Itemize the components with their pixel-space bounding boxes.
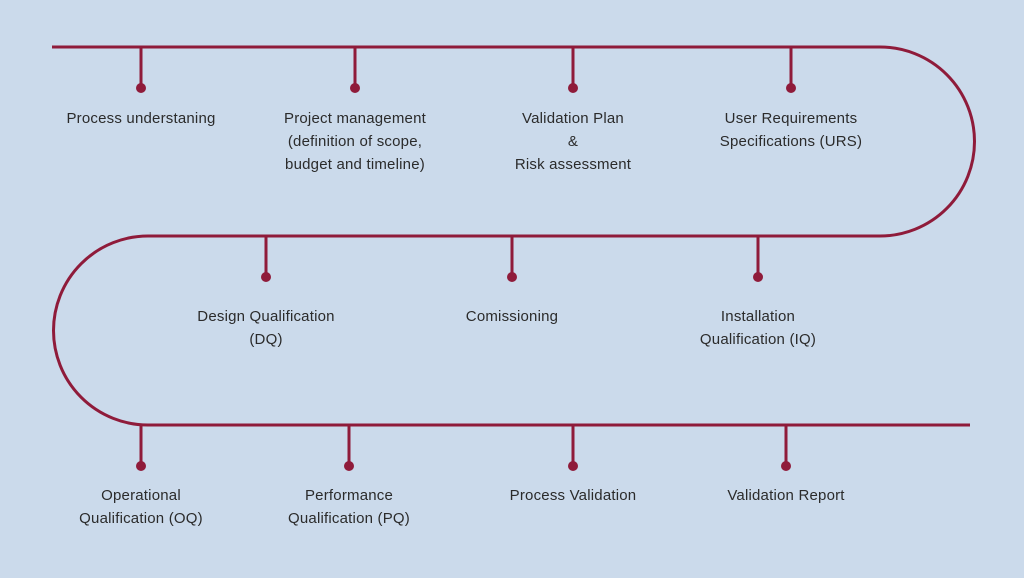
step-label: Validation Plan & Risk assessment: [515, 107, 631, 176]
step-label: Design Qualification (DQ): [197, 305, 334, 351]
track-line: [52, 45, 976, 427]
step-dot: [781, 461, 791, 471]
step-label-line: Qualification (IQ): [699, 331, 817, 348]
step-label-line: Risk assessment: [514, 156, 632, 173]
step-marker: [136, 425, 146, 471]
step-marker: [568, 47, 578, 93]
step-marker: [753, 236, 763, 282]
step-label-line: Process understaning: [66, 110, 216, 127]
step-marker: [261, 236, 271, 282]
step-label-line: User Requirements: [724, 110, 858, 127]
step-dot: [136, 461, 146, 471]
step-label-line: &: [567, 133, 579, 150]
step-marker: [344, 425, 354, 471]
step-label: Process understaning: [66, 107, 215, 130]
step-label: Project management (definition of scope, b…: [284, 107, 426, 176]
step-markers: [136, 47, 796, 471]
step-label-line: Comissioning: [465, 308, 559, 325]
step-label-line: Operational: [101, 487, 181, 504]
step-marker: [507, 236, 517, 282]
step-dot: [350, 83, 360, 93]
step-label-line: Specifications (URS): [719, 133, 863, 150]
step-label-line: (DQ): [249, 331, 283, 348]
step-dot: [786, 83, 796, 93]
step-marker: [568, 425, 578, 471]
step-label: Process Validation: [510, 484, 637, 507]
step-label-line: Design Qualification: [197, 308, 335, 325]
step-marker: [350, 47, 360, 93]
step-label-line: Qualification (PQ): [288, 510, 410, 527]
step-dot: [568, 83, 578, 93]
step-label: Comissioning: [466, 305, 558, 328]
step-dot: [136, 83, 146, 93]
step-label-line: (definition of scope,: [287, 133, 423, 150]
step-marker: [136, 47, 146, 93]
step-label: Validation Report: [727, 484, 844, 507]
step-label-line: Validation Report: [727, 487, 845, 504]
step-dot: [568, 461, 578, 471]
step-label-line: Process Validation: [509, 487, 637, 504]
step-dot: [261, 272, 271, 282]
step-marker: [781, 425, 791, 471]
step-dot: [507, 272, 517, 282]
step-label-line: Performance: [304, 487, 394, 504]
step-label-line: Installation: [720, 308, 796, 325]
step-label-line: Qualification (OQ): [79, 510, 203, 527]
step-label-line: Validation Plan: [522, 110, 624, 127]
step-dot: [753, 272, 763, 282]
step-dot: [344, 461, 354, 471]
step-label-line: Project management: [283, 110, 427, 127]
step-label-line: budget and timeline): [285, 156, 425, 173]
step-marker: [786, 47, 796, 93]
